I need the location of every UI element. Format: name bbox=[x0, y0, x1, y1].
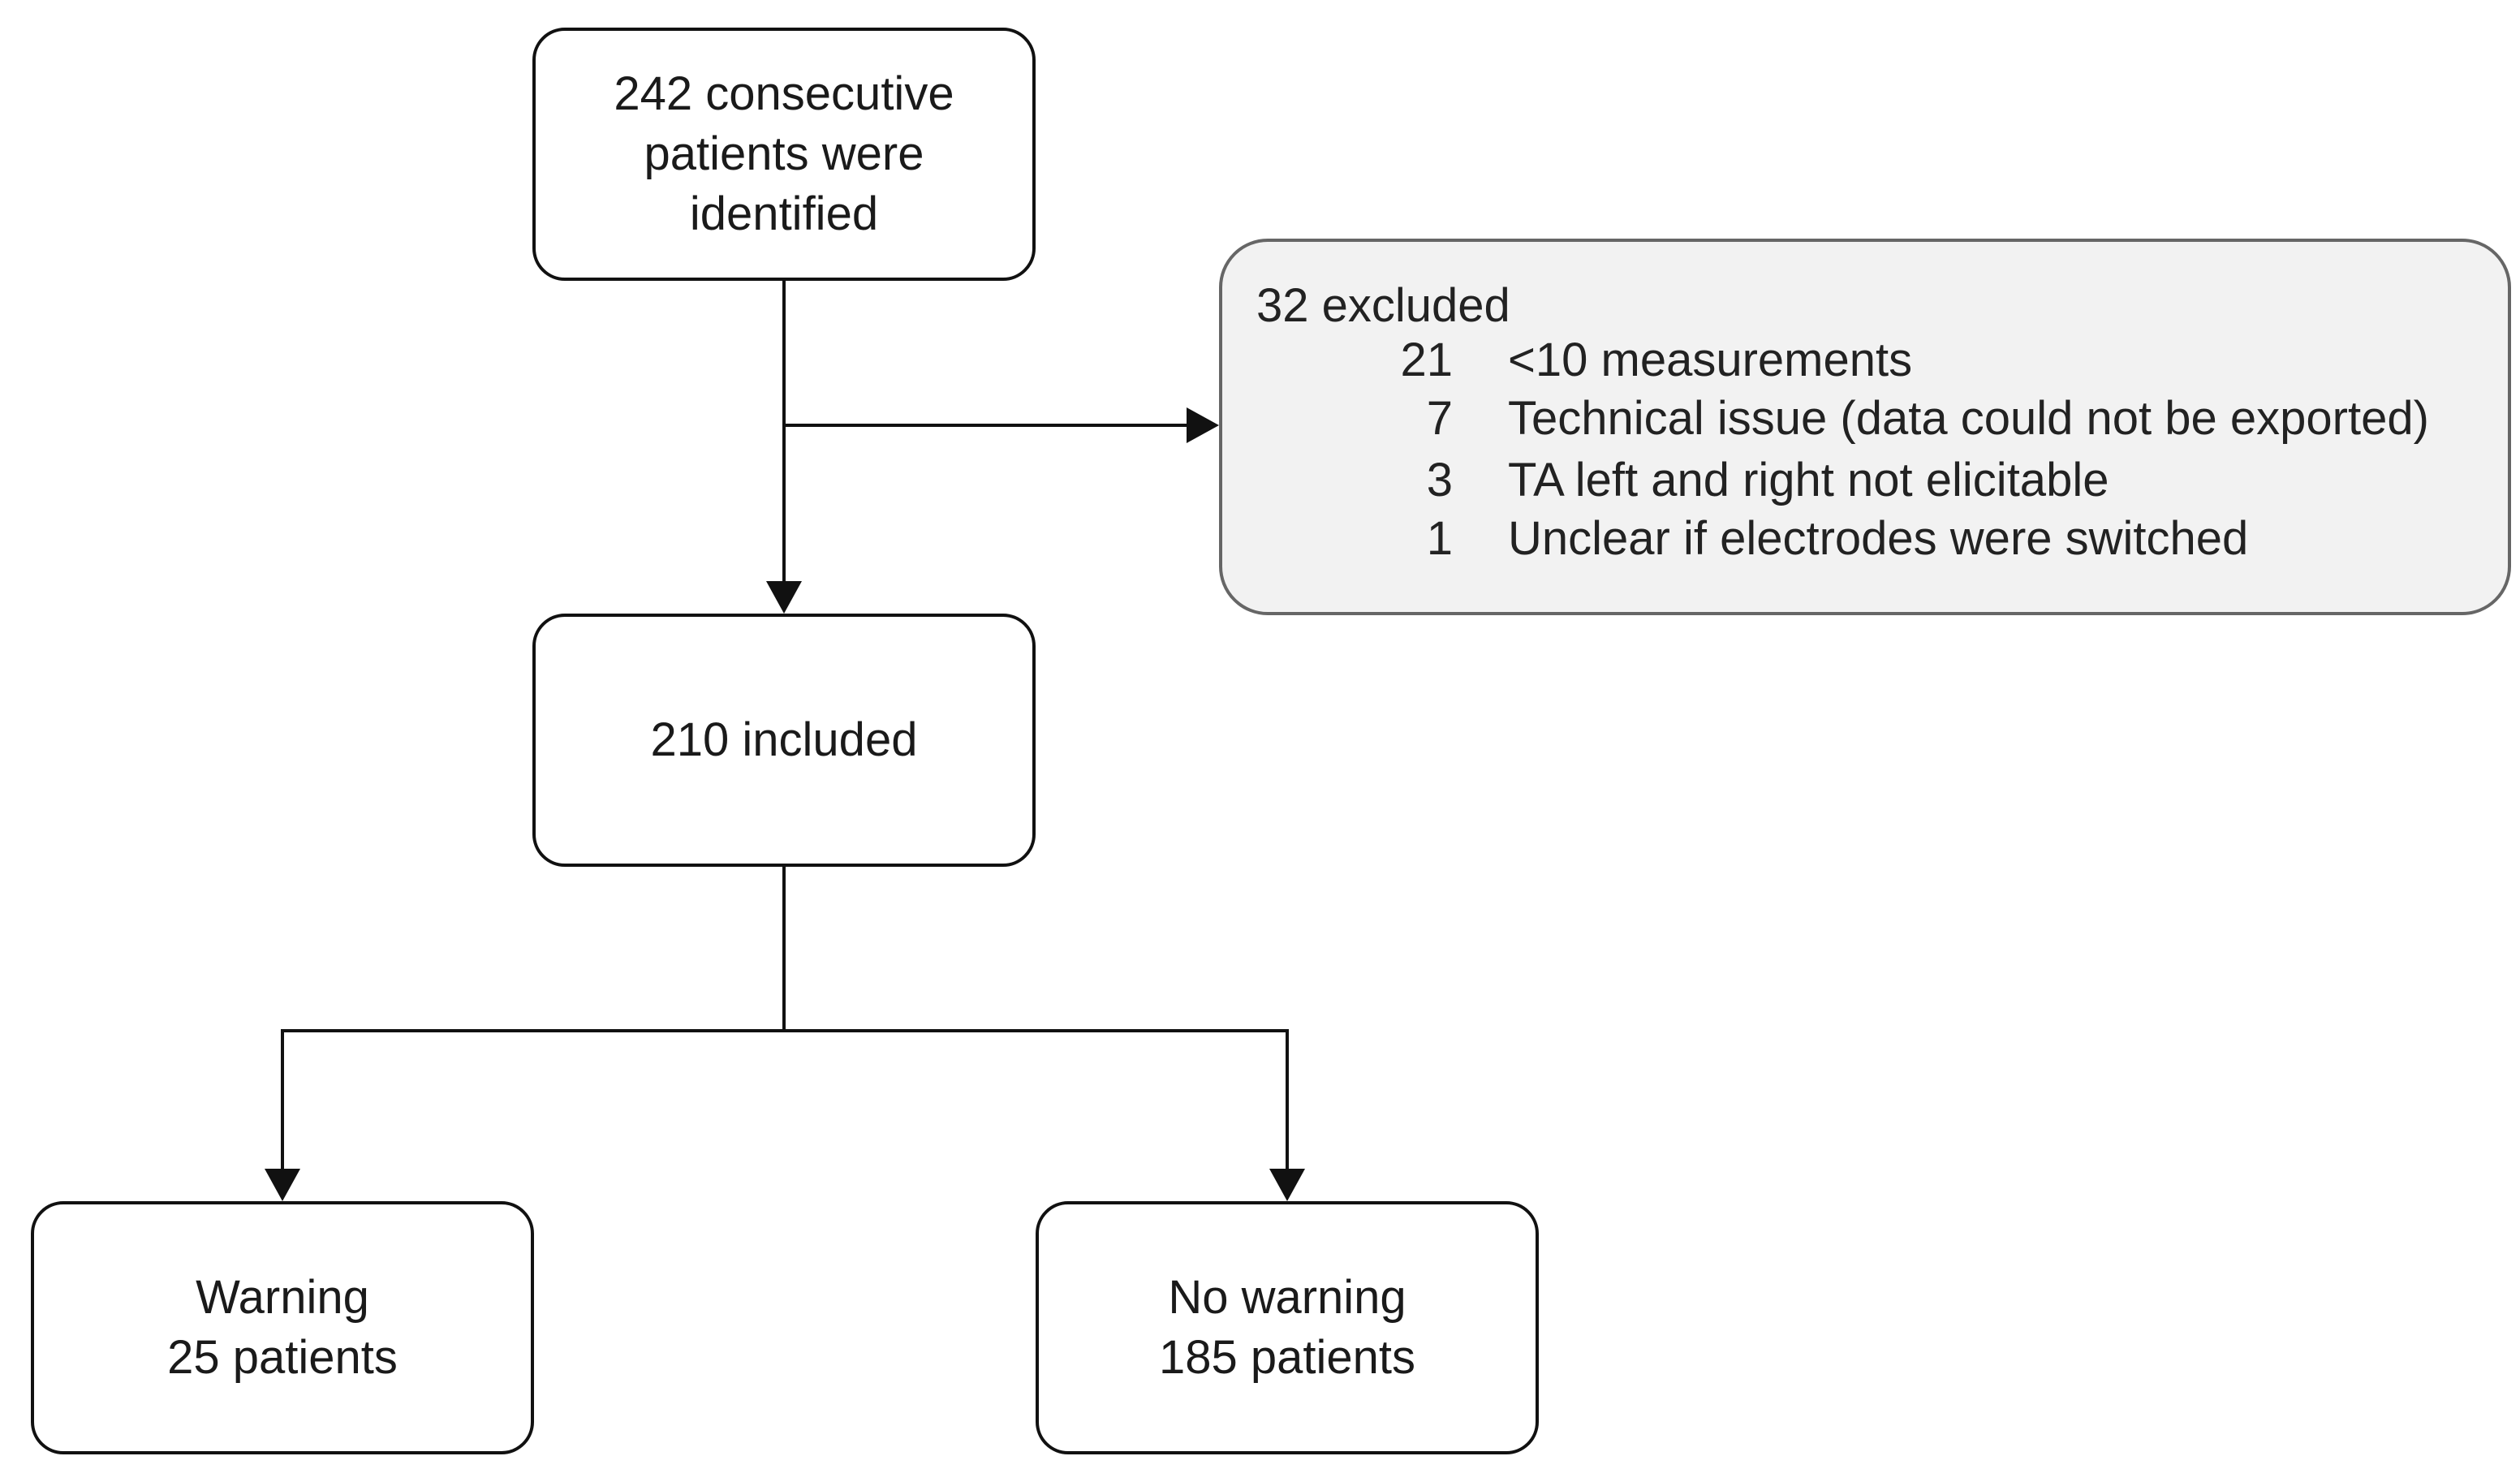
excluded-reason-count: 7 bbox=[1426, 392, 1453, 445]
arrowhead-included bbox=[766, 581, 802, 614]
excluded-reason-row: 21 <10 measurements bbox=[1222, 331, 2508, 390]
excluded-reason-label: TA left and right not elicitable bbox=[1508, 454, 2109, 506]
node-no-warning: No warning 185 patients bbox=[1036, 1201, 1539, 1454]
node-warning-line-1: Warning bbox=[196, 1271, 369, 1324]
arrowhead-no-warning bbox=[1269, 1169, 1305, 1201]
node-identified-line-3: identified bbox=[689, 187, 879, 240]
node-excluded: 32 excluded 21 <10 measurements 7 Techni… bbox=[1219, 239, 2511, 615]
node-no-warning-line-1: No warning bbox=[1168, 1271, 1406, 1324]
excluded-reason-label: Unclear if electrodes were switched bbox=[1508, 512, 2249, 565]
node-no-warning-line-2: 185 patients bbox=[1158, 1331, 1416, 1384]
arrowhead-excluded bbox=[1187, 407, 1219, 443]
excluded-reason-count: 1 bbox=[1426, 512, 1453, 565]
node-warning-line-2: 25 patients bbox=[167, 1331, 398, 1384]
node-included-label: 210 included bbox=[650, 713, 918, 766]
excluded-title: 32 excluded bbox=[1256, 279, 1510, 332]
excluded-reason-count: 3 bbox=[1426, 454, 1453, 506]
excluded-reason-label: <10 measurements bbox=[1508, 334, 1913, 386]
excluded-reason-row: 7 Technical issue (data could not be exp… bbox=[1222, 390, 2508, 448]
excluded-reason-row: 3 TA left and right not elicitable bbox=[1222, 451, 2508, 510]
node-warning: Warning 25 patients bbox=[31, 1201, 534, 1454]
excluded-reason-row: 1 Unclear if electrodes were switched bbox=[1222, 510, 2508, 568]
node-identified-line-2: patients were bbox=[644, 127, 924, 180]
node-identified: 242 consecutive patients were identified bbox=[532, 28, 1036, 281]
excluded-reason-count: 21 bbox=[1400, 334, 1453, 386]
excluded-reason-label: Technical issue (data could not be expor… bbox=[1508, 392, 2429, 445]
node-included: 210 included bbox=[532, 614, 1036, 867]
arrowhead-warning bbox=[265, 1169, 300, 1201]
node-identified-line-1: 242 consecutive bbox=[614, 67, 954, 120]
